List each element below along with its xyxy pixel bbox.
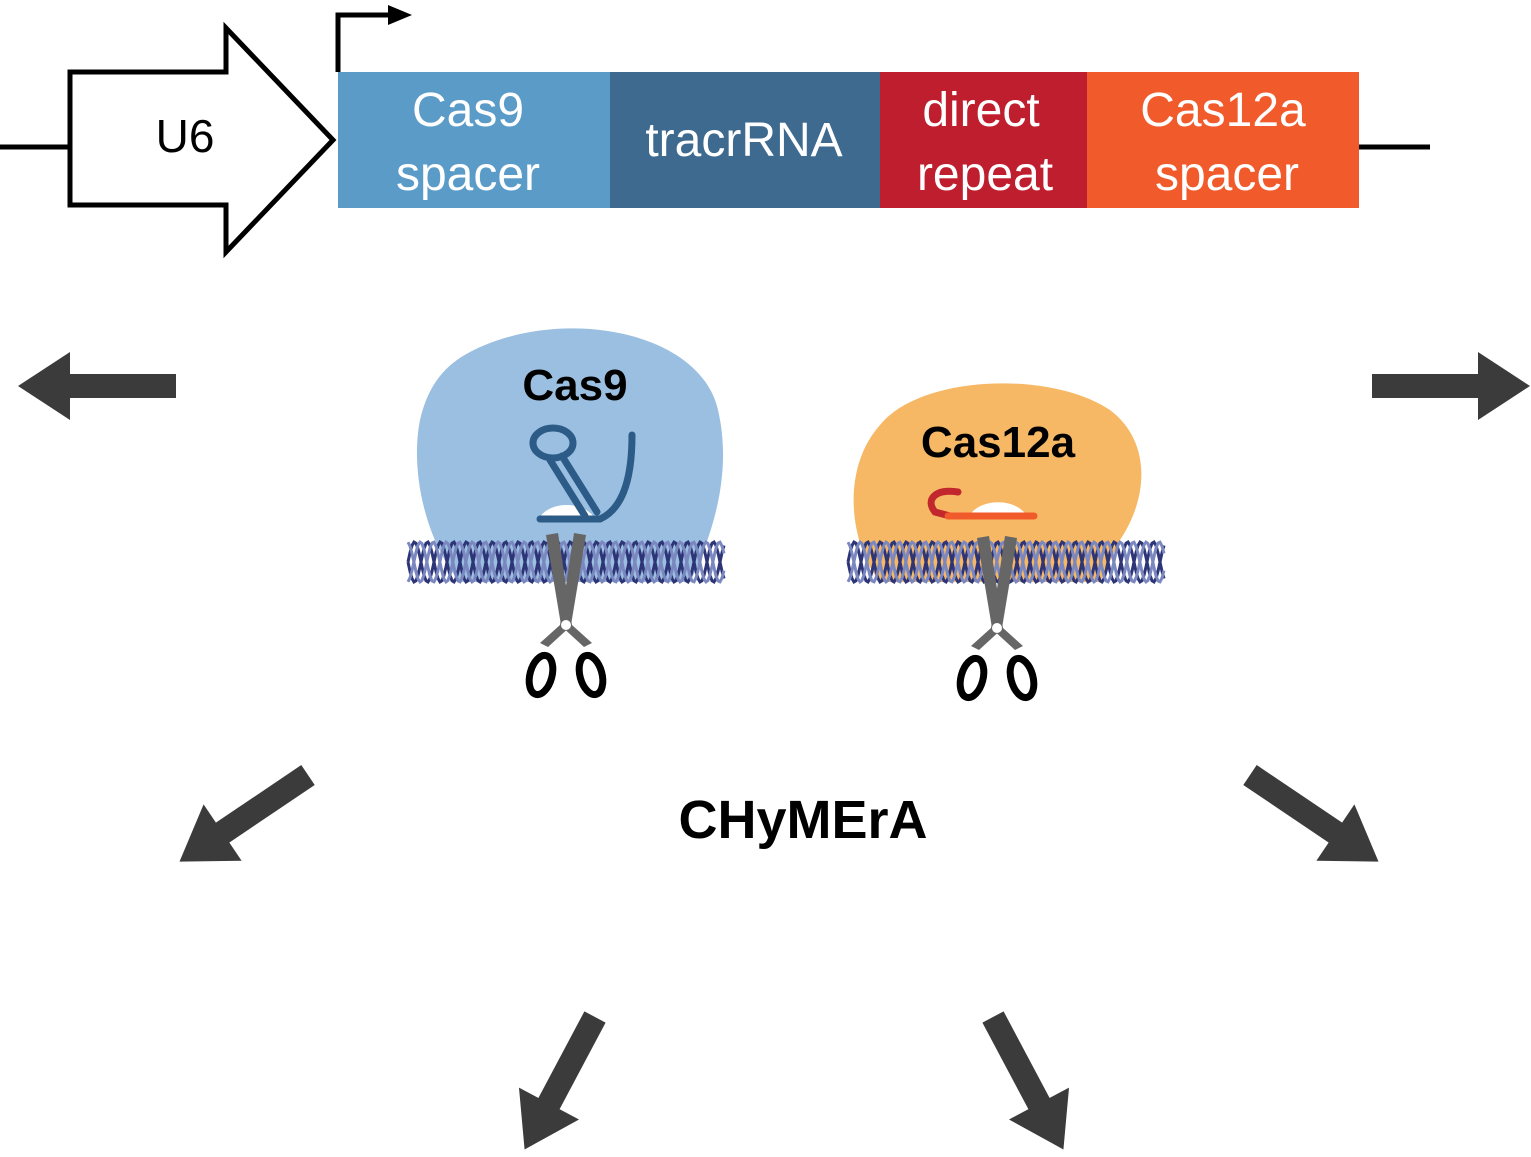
segment-label-line2: tracrRNA — [645, 114, 842, 167]
cas12a-complex: Cas12a — [846, 383, 1166, 702]
cas12a-protein-shape — [853, 383, 1142, 582]
segment-tracrrna: tracrRNA — [610, 72, 880, 208]
cas12a-crrna — [927, 487, 1038, 520]
dna-strand — [406, 540, 726, 585]
cas9-label: Cas9 — [522, 361, 627, 410]
scissor-shank — [991, 628, 1023, 650]
segment-box — [1087, 72, 1359, 208]
cas12a-label: Cas12a — [921, 418, 1076, 467]
segment-box — [610, 72, 880, 208]
arrow-down-left-icon — [179, 765, 315, 862]
expression-construct: U6 Cas9 spacer tracrRNA direct repeat Ca… — [0, 5, 1430, 259]
scissor-handle — [956, 654, 988, 702]
segment-cas9-spacer: Cas9 spacer — [338, 72, 610, 208]
scissor-shank — [560, 625, 592, 647]
segment-label-line1: Cas12a — [1140, 84, 1306, 137]
dna-strand — [406, 539, 726, 584]
segment-box — [880, 72, 1087, 208]
cas9-target-dna — [406, 539, 726, 585]
arrow-right-icon — [1372, 352, 1530, 420]
cas9-guide-rna — [529, 424, 636, 523]
u6-promoter-arrow: U6 — [67, 21, 337, 259]
scissor-blade — [560, 533, 586, 631]
outcome-arrows — [18, 352, 1530, 1150]
segment-label-line1: Cas9 — [412, 84, 524, 137]
arrow-bottom-left-icon — [518, 1011, 606, 1150]
segment-label-line2: spacer — [396, 148, 540, 201]
segment-direct-repeat: direct repeat — [880, 72, 1087, 208]
arrow-bottom-right-icon — [982, 1011, 1070, 1150]
segment-cas12a-spacer: Cas12a spacer — [1087, 72, 1359, 208]
scissor-handle — [575, 651, 607, 699]
segment-box — [338, 72, 610, 208]
scissor-handle — [1006, 654, 1038, 702]
segment-label-line2: repeat — [917, 148, 1053, 201]
cas9-scissors-icon — [525, 533, 607, 699]
segment-label-line1: direct — [922, 84, 1039, 137]
promoter-label: U6 — [156, 110, 215, 162]
scissor-blade — [991, 536, 1017, 634]
cas9-complex: Cas9 — [406, 328, 726, 699]
segment-label-line2: spacer — [1155, 148, 1299, 201]
transcription-start-arrow — [335, 5, 412, 72]
scissor-handle — [525, 651, 557, 699]
scissor-shank — [540, 625, 572, 647]
chymera-title: CHyMErA — [678, 790, 927, 850]
cas12a-scissors-icon — [956, 536, 1038, 702]
scissor-pivot — [561, 620, 571, 630]
arrow-down-right-icon — [1243, 765, 1379, 862]
scissor-shank — [971, 628, 1003, 650]
arrow-left-icon — [18, 352, 176, 420]
scissor-pivot — [992, 623, 1002, 633]
